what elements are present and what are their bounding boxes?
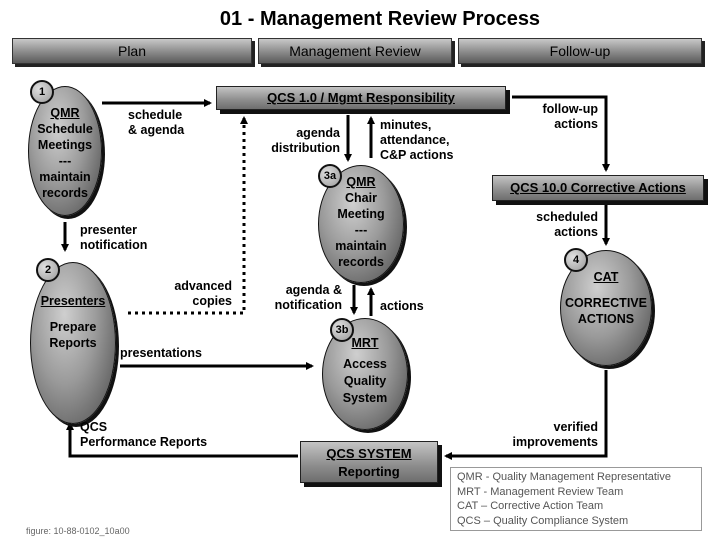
badge-4: 4	[564, 248, 588, 272]
node-line: Reports	[49, 336, 97, 350]
arrow-follow-up	[512, 95, 610, 172]
legend-item: MRT - Management Review Team	[457, 485, 624, 498]
qcs-10-label: QCS 10.0 Corrective Actions	[510, 180, 686, 195]
node-line: ---	[354, 223, 368, 237]
label-qcs-performance-reports: QCS Performance Reports	[80, 420, 208, 449]
label-advanced-copies: advanced copies	[174, 279, 232, 308]
node-line: records	[338, 255, 384, 269]
node-line: Meeting	[337, 207, 385, 221]
node-line: Prepare	[49, 320, 97, 334]
node-line: CORRECTIVE	[565, 296, 647, 310]
badge-3a: 3a	[318, 164, 342, 188]
label-actions: actions	[380, 299, 424, 313]
label-agenda-notification: agenda & notification	[274, 283, 342, 312]
label-presentations: presentations	[120, 346, 202, 360]
node-line: Schedule	[37, 122, 93, 136]
node-line: System	[342, 391, 388, 405]
qcs-system-subtitle: Reporting	[338, 464, 400, 479]
legend-item: QMR - Quality Management Representative	[457, 471, 671, 483]
node-line: Quality	[343, 374, 387, 388]
label-presenter-notification: presenter notification	[80, 223, 148, 252]
badge-2: 2	[36, 258, 60, 282]
label-scheduled-actions: scheduled actions	[536, 210, 598, 239]
node-title: QMR	[50, 106, 80, 120]
phase-management-review: Management Review	[258, 38, 452, 64]
qcs-system-title: QCS SYSTEM	[326, 446, 412, 461]
qcs-10-box: QCS 10.0 Corrective Actions	[492, 175, 704, 201]
phase-follow-up: Follow-up	[458, 38, 702, 64]
legend-item: QCS – Quality Compliance System	[457, 514, 629, 527]
label-verified-improvements: verified improvements	[512, 420, 598, 449]
node-line: records	[42, 186, 88, 200]
badge-3b: 3b	[330, 318, 354, 342]
phase-plan: Plan	[12, 38, 252, 64]
qcs-1-label: QCS 1.0 / Mgmt Responsibility	[267, 90, 455, 105]
node-qmr-schedule: QMR Schedule Meetings --- maintain recor…	[28, 86, 102, 216]
node-line: Chair	[345, 191, 377, 205]
node-line: ---	[58, 154, 72, 168]
node-line: Access	[343, 357, 387, 371]
label-minutes: minutes, attendance, C&P actions	[380, 118, 454, 162]
page-title: 01 - Management Review Process	[219, 8, 541, 30]
label-schedule-agenda: schedule & agenda	[128, 108, 185, 137]
legend: QMR - Quality Management Representative …	[450, 467, 702, 531]
legend-item: CAT – Corrective Action Team	[457, 500, 604, 512]
figure-label: figure: 10-88-0102_10a00	[26, 526, 130, 536]
node-line: maintain	[39, 170, 91, 184]
node-title: MRT	[351, 336, 379, 350]
arrow-advanced-copies	[128, 116, 248, 315]
node-presenters: Presenters Prepare Reports	[30, 262, 116, 424]
qcs-1-box: QCS 1.0 / Mgmt Responsibility	[216, 86, 506, 110]
label-agenda-distribution: agenda distribution	[271, 126, 340, 155]
arrow-verified-improvements	[444, 370, 608, 460]
node-title: CAT	[593, 270, 619, 284]
label-follow-up-actions: follow-up actions	[542, 102, 598, 131]
node-line: maintain	[335, 239, 387, 253]
node-line: Meetings	[37, 138, 93, 152]
badge-1: 1	[30, 80, 54, 104]
node-title: QMR	[346, 175, 376, 189]
qcs-system-box: QCS SYSTEM Reporting	[300, 441, 438, 483]
arrow-qcs-performance-reports	[66, 422, 298, 458]
node-line: ACTIONS	[577, 312, 635, 326]
node-title: Presenters	[40, 294, 106, 308]
